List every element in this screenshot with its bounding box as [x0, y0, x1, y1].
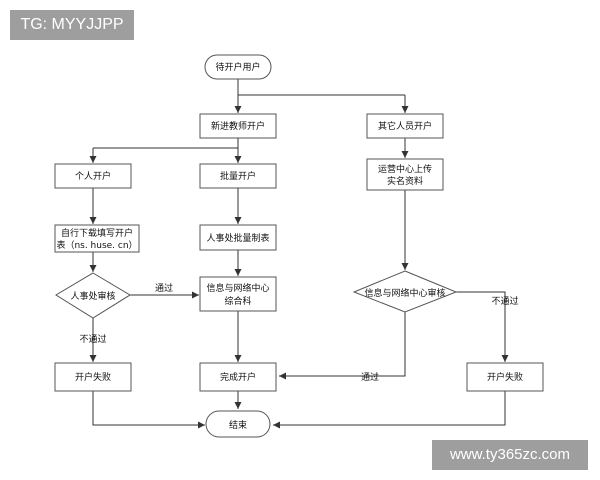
svg-text:完成开户: 完成开户	[220, 371, 256, 383]
edge-info-pass	[279, 312, 406, 380]
edge-fail-left-to-end	[92, 391, 205, 429]
svg-text:其它人员开户: 其它人员开户	[378, 120, 432, 132]
svg-text:人事处批量制表: 人事处批量制表	[206, 232, 269, 244]
svg-text:人事处审核: 人事处审核	[70, 290, 115, 302]
node-hr-review: 人事处审核	[55, 272, 131, 319]
label-hr-fail: 不通过	[79, 333, 106, 345]
watermark-top-left: TG: MYYJJPP	[10, 10, 134, 40]
node-hr-batch: 人事处批量制表	[199, 224, 277, 251]
svg-text:开户失败: 开户失败	[75, 371, 111, 383]
node-start: 待开户用户	[204, 54, 272, 80]
svg-text:待开户用户: 待开户用户	[215, 61, 260, 73]
svg-text:新进教师开户: 新进教师开户	[211, 120, 265, 132]
node-ops-upload: 运营中心上传 实名资料	[366, 158, 444, 191]
svg-text:综合科: 综合科	[224, 295, 251, 307]
label-hr-pass: 通过	[155, 282, 173, 294]
node-complete: 完成开户	[199, 362, 277, 392]
edge-fail-right-to-end	[273, 391, 506, 429]
node-fail-left: 开户失败	[54, 362, 132, 392]
svg-text:表（ns. huse. cn）: 表（ns. huse. cn）	[56, 239, 137, 251]
node-new-teacher: 新进教师开户	[199, 113, 277, 139]
svg-text:批量开户: 批量开户	[220, 170, 256, 182]
watermark-bottom-right: www.ty365zc.com	[432, 440, 588, 470]
node-personal: 个人开户	[54, 163, 132, 189]
label-info-pass: 通过	[361, 371, 379, 383]
svg-text:信息与网络中心审核: 信息与网络中心审核	[364, 287, 445, 299]
svg-text:开户失败: 开户失败	[487, 371, 523, 383]
node-self-download: 自行下载填写开户 表（ns. huse. cn）	[54, 224, 140, 253]
edge-info-fail	[456, 291, 509, 362]
node-other: 其它人员开户	[366, 113, 444, 139]
svg-text:结束: 结束	[229, 419, 247, 431]
node-batch: 批量开户	[199, 163, 277, 189]
edges	[89, 79, 509, 429]
node-fail-right: 开户失败	[466, 362, 544, 392]
svg-text:信息与网络中心: 信息与网络中心	[206, 282, 269, 294]
node-end: 结束	[205, 410, 271, 438]
svg-text:运营中心上传: 运营中心上传	[378, 163, 432, 175]
node-info-center: 信息与网络中心 综合科	[199, 276, 277, 312]
label-info-fail: 不通过	[491, 295, 518, 307]
svg-text:实名资料: 实名资料	[387, 175, 423, 187]
svg-text:自行下载填写开户: 自行下载填写开户	[61, 227, 133, 239]
svg-text:个人开户: 个人开户	[75, 170, 111, 182]
node-info-review: 信息与网络中心审核	[352, 270, 458, 313]
